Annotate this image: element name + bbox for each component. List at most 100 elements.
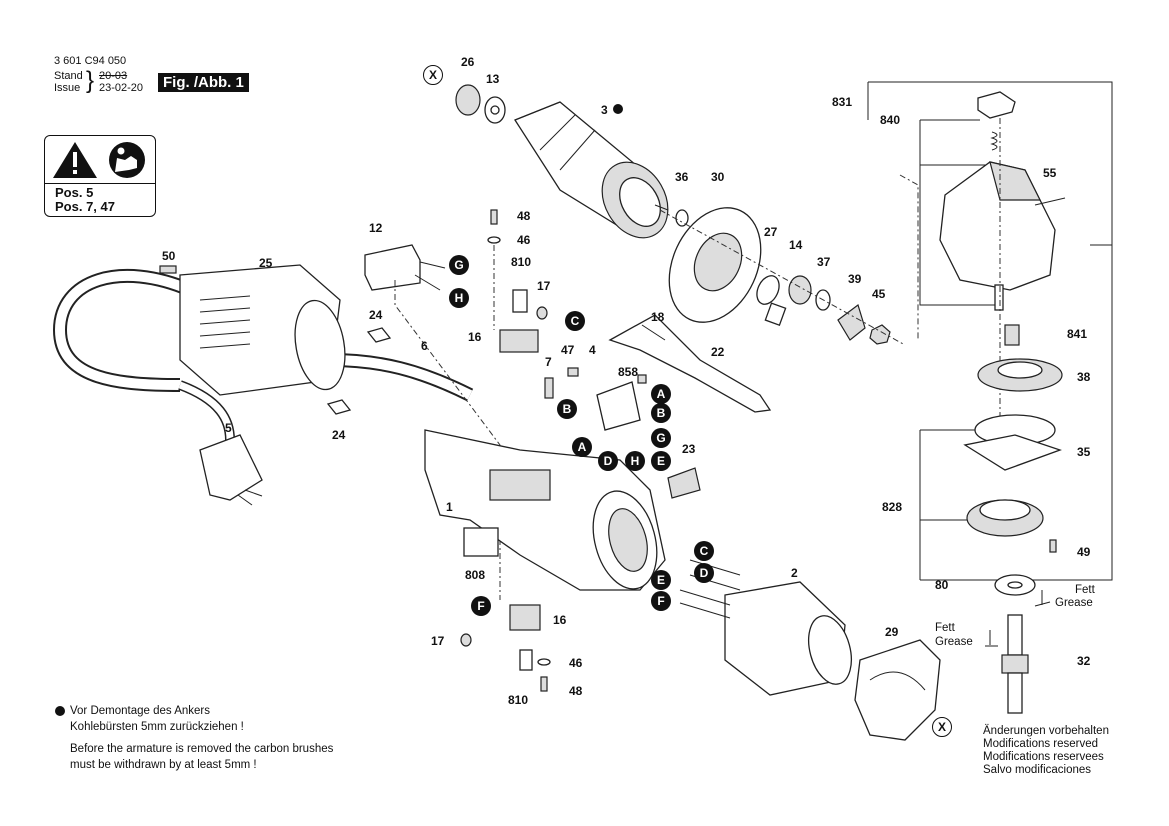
screw-858 [637,374,647,384]
label-48-bottom: 48 [569,684,583,698]
rear-cover-25 [179,264,346,396]
connector-F-brush: F [471,596,491,616]
bearing-14 [788,275,812,305]
field-coil-2 [679,559,852,696]
brush-holder-16b [509,604,541,631]
label-50: 50 [162,249,176,263]
label-22: 22 [711,345,725,359]
washer-46a [487,236,501,244]
guard-29 [854,639,941,741]
spring [990,131,998,151]
label-45: 45 [872,287,886,301]
label-858: 858 [618,365,639,379]
warning-box: Pos. 5 Pos. 7, 47 [44,135,156,217]
label-810-bottom: 810 [508,693,529,707]
label-37: 37 [817,255,831,269]
connector-B-switch: B [651,403,671,423]
label-26: 26 [461,55,475,69]
bracket-840 [919,119,1112,306]
modifications-es: Salvo modificaciones [983,764,1092,776]
figure-label: Fig. /Abb. 1 [158,73,249,92]
armature-part [514,101,669,239]
label-828: 828 [882,500,903,514]
connector-A-switch: A [651,384,671,404]
reference-mark-x-bottom: X [932,717,952,737]
spindle-32 [1001,614,1029,714]
read-manual-icon [109,142,145,178]
centerline-right [899,174,919,340]
label-24a [366,327,392,343]
spring-17a [536,306,548,320]
brace-icon: } [86,67,95,94]
label-808: 808 [465,568,486,582]
bearing-detail [764,302,787,327]
spring-18 [641,324,666,341]
label-23: 23 [682,442,696,456]
screw-48b [540,676,548,692]
part-number: 3 601 C94 050 [54,55,127,67]
label-16-top: 16 [468,330,482,344]
connector-H-switch: H [625,451,645,471]
connector-H-capacitor: H [449,288,469,308]
warning-pos-line1: Pos. 5 [55,185,94,200]
connector-F-field: F [651,591,671,611]
reference-mark-x-top: X [423,65,443,85]
grease-note-grease-1: Grease [1055,597,1093,609]
footnote-de-line2: Kohlebürsten 5mm zurückziehen ! [70,721,244,733]
connector-D-switch: D [598,451,618,471]
connector-D-field: D [694,563,714,583]
connector-B-left: B [557,399,577,419]
label-46-bottom: 46 [569,656,583,670]
ring-27 [756,275,780,305]
brush-holder-16a [499,329,539,353]
label-6: 6 [421,339,428,353]
connector-C-brush: C [565,311,585,331]
warning-pos-line2: Pos. 7, 47 [55,199,115,214]
screw-49 [1049,539,1057,553]
spring-17b [460,633,472,647]
connector-G-capacitor: G [449,255,469,275]
connector-A-left: A [572,437,592,457]
connector-E-field: E [651,570,671,590]
label-39: 39 [848,272,862,286]
footnote-en-line1: Before the armature is removed the carbo… [70,743,334,755]
label-16-bottom: 16 [553,613,567,627]
label-24-bottom: 24 [332,428,346,442]
label-24b [326,399,352,415]
label-1: 1 [446,500,453,514]
label-36: 36 [675,170,689,184]
grease-note-grease-2: Grease [935,636,973,648]
label-24-top: 24 [369,308,383,322]
label-810-top: 810 [511,255,532,269]
washer-36 [675,209,689,227]
label-35: 35 [1077,445,1091,459]
armature-note-dot-icon [613,104,623,114]
bearing-26 [455,84,481,116]
switch-rod-22 [608,314,772,413]
label-13: 13 [486,72,500,86]
grease-marker-1 [1034,590,1051,607]
label-4: 4 [589,343,596,357]
screw-48a [490,209,498,225]
connector-E-switch: E [651,451,671,471]
connector-G-switch: G [651,428,671,448]
label-840: 840 [880,113,901,127]
warning-triangle-icon [53,142,97,178]
grease-note-fett-2: Fett [935,622,955,634]
label-841: 841 [1067,327,1088,341]
label-14: 14 [789,238,803,252]
grease-note-fett-1: Fett [1075,584,1095,596]
label-7: 7 [545,355,552,369]
label-38: 38 [1077,370,1091,384]
label-30: 30 [711,170,725,184]
label-808 [463,527,499,557]
brush-810a [512,289,528,313]
screw-47 [567,367,579,377]
label-27: 27 [764,225,778,239]
modifications-fr: Modifications reservees [983,751,1104,763]
label-17-bottom: 17 [431,634,445,648]
issue-label: Issue [54,82,81,94]
pinion-39 [837,304,866,341]
spindle-lock-button [977,91,1016,119]
